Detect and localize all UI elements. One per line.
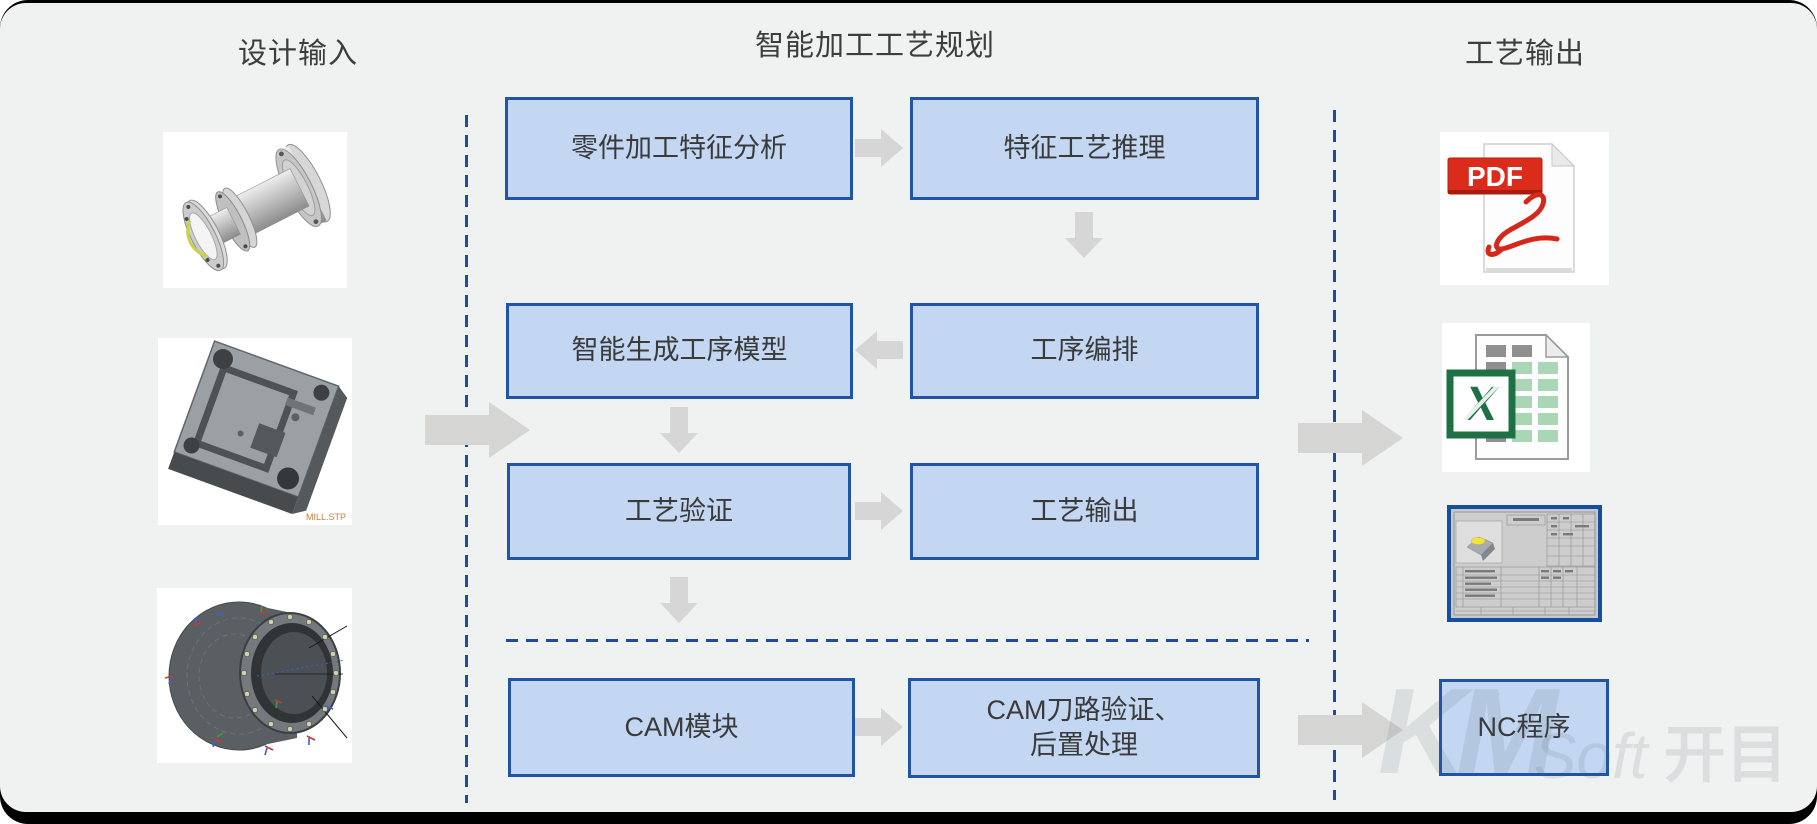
section-title-process-output: 工艺输出 — [1464, 38, 1585, 70]
arrow-right-row3-icon — [855, 492, 903, 530]
flow-box-process-output: 工艺输出 — [910, 463, 1259, 560]
excel-file-drawing: X — [1446, 333, 1570, 460]
arrow-down-to-verification-icon — [660, 407, 698, 453]
flow-box-cam-toolpath-postprocess: CAM刀路验证、 后置处理 — [908, 678, 1260, 778]
flow-box-feature-analysis: 零件加工特征分析 — [505, 97, 853, 200]
section-title-design-input: 设计输入 — [237, 38, 358, 70]
flow-box-process-verification: 工艺验证 — [507, 463, 851, 560]
dashed-divider-left — [465, 115, 468, 803]
shaft-part-image — [163, 132, 347, 288]
dashed-divider-right — [1333, 110, 1336, 800]
nc-program-box: NC程序 — [1439, 679, 1609, 776]
pdf-file-drawing: PDF — [1447, 142, 1576, 273]
block-part-drawing: MILL.STP — [168, 340, 348, 522]
big-arrow-planning-to-output-icon — [1298, 410, 1403, 466]
big-arrow-input-to-planning-icon — [425, 402, 530, 458]
arrow-right-row1-icon — [855, 129, 903, 167]
process-card-image — [1447, 505, 1602, 622]
flow-box-operation-sequencing: 工序编排 — [910, 303, 1259, 399]
acrobat-ribbon-icon — [1485, 192, 1560, 257]
process-card-drawing — [1451, 509, 1598, 618]
big-arrow-cam-to-nc-icon — [1298, 702, 1403, 758]
dashed-divider-cam-section — [506, 639, 1309, 642]
block-part-image: MILL.STP — [158, 338, 352, 525]
excel-file-icon: X — [1442, 323, 1590, 472]
pdf-file-icon: PDF — [1440, 132, 1609, 285]
pdf-badge: PDF — [1467, 161, 1523, 192]
section-title-process-planning: 智能加工工艺规划 — [754, 30, 995, 62]
flow-box-cam-module: CAM模块 — [508, 678, 855, 777]
casing-part-drawing — [164, 601, 348, 756]
arrow-down-to-cam-icon — [660, 577, 698, 623]
shaft-part-drawing — [182, 143, 331, 272]
model-filename-caption: MILL.STP — [306, 512, 346, 522]
arrow-right-row4-icon — [855, 708, 903, 746]
arrow-down-to-sequencing-icon — [1065, 212, 1103, 258]
arrow-left-row2-icon — [855, 331, 903, 369]
casing-part-image — [157, 588, 352, 763]
flow-box-generate-operation-model: 智能生成工序模型 — [506, 303, 853, 399]
flow-box-feature-process-reasoning: 特征工艺推理 — [910, 97, 1259, 200]
